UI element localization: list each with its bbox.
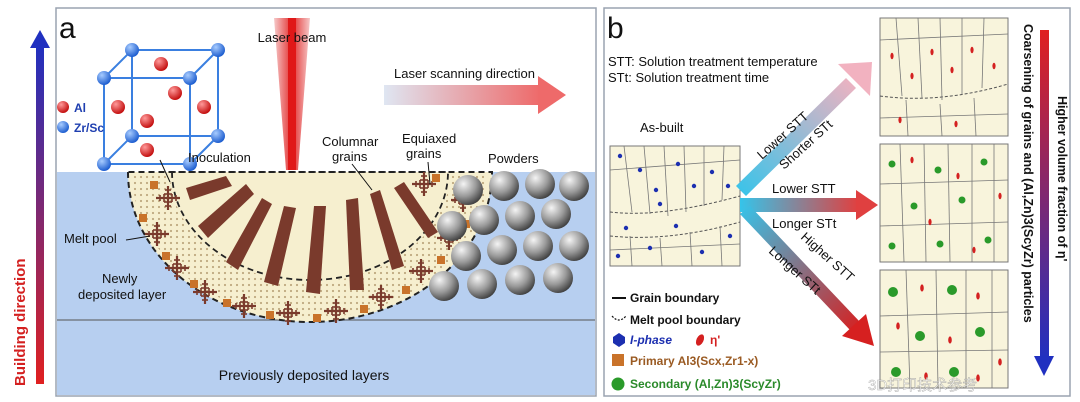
as-built-microstructure — [609, 145, 741, 267]
as-built-label: As-built — [640, 120, 684, 135]
microstructure-top — [879, 17, 1009, 137]
fcc-atoms — [97, 43, 225, 171]
equiaxed-label-2: grains — [406, 146, 442, 161]
panel-b-legend: Grain boundary Melt pool boundary I-phas… — [611, 291, 781, 391]
stt2-definition: STt: Solution treatment time — [608, 70, 769, 85]
building-direction-label: Building direction — [12, 259, 29, 387]
legend-melt-pool-boundary: Melt pool boundary — [630, 313, 741, 327]
arrow-middle-label-1: Lower STT — [772, 181, 836, 196]
arrow-lower — [740, 206, 874, 346]
panel-a-letter: a — [59, 12, 76, 45]
melt-pool-label: Melt pool — [64, 231, 117, 246]
atom-legend: Al Zr/Sc — [57, 101, 104, 135]
powders — [429, 169, 589, 301]
arrow-upper — [736, 62, 872, 196]
volume-fraction-arrow — [1034, 30, 1054, 376]
legend-eta: η' — [710, 333, 720, 347]
stt-definition: STT: Solution treatment temperature — [608, 54, 818, 69]
volume-fraction-label: Higher volume fraction of η' — [1055, 96, 1069, 262]
previous-layers-label: Previously deposited layers — [219, 367, 389, 383]
columnar-label-2: grains — [332, 149, 368, 164]
watermark-text: 3D打印技术参考 — [868, 377, 977, 394]
scan-direction-arrow — [384, 76, 566, 114]
legend-i-phase: I-phase — [630, 333, 672, 347]
columnar-label-1: Columnar — [322, 134, 379, 149]
legend-secondary: Secondary (Al,Zn)3(ScyZr) — [630, 377, 781, 391]
equiaxed-label-1: Equiaxed — [402, 131, 456, 146]
newly-label-1: Newly — [102, 271, 138, 286]
laser-beam-label: Laser beam — [258, 30, 327, 45]
columnar-grains — [186, 176, 438, 294]
svg-text:Al: Al — [74, 101, 86, 115]
microstructure-middle — [879, 143, 1009, 263]
building-direction-arrow — [30, 30, 50, 384]
panel-b-letter: b — [607, 12, 624, 45]
watermark: 3D打印技术参考 — [847, 375, 977, 394]
laser-beam — [274, 18, 310, 170]
inoculation-label: Inoculation — [188, 150, 251, 165]
legend-primary: Primary Al3(Scx,Zr1-x) — [630, 354, 758, 368]
svg-text:Zr/Sc: Zr/Sc — [74, 121, 104, 135]
arrow-middle — [740, 190, 878, 220]
powders-label: Powders — [488, 151, 539, 166]
legend-grain-boundary: Grain boundary — [630, 291, 720, 305]
arrow-middle-label-2: Longer STt — [772, 216, 837, 231]
newly-label-2: deposited layer — [78, 287, 167, 302]
coarsening-label: Coarsening of grains and (Al,Zn)3(ScyZr)… — [1021, 24, 1035, 323]
scan-direction-label: Laser scanning direction — [394, 66, 535, 81]
inoculation-leader — [159, 159, 171, 183]
microstructure-bottom — [879, 269, 1009, 389]
